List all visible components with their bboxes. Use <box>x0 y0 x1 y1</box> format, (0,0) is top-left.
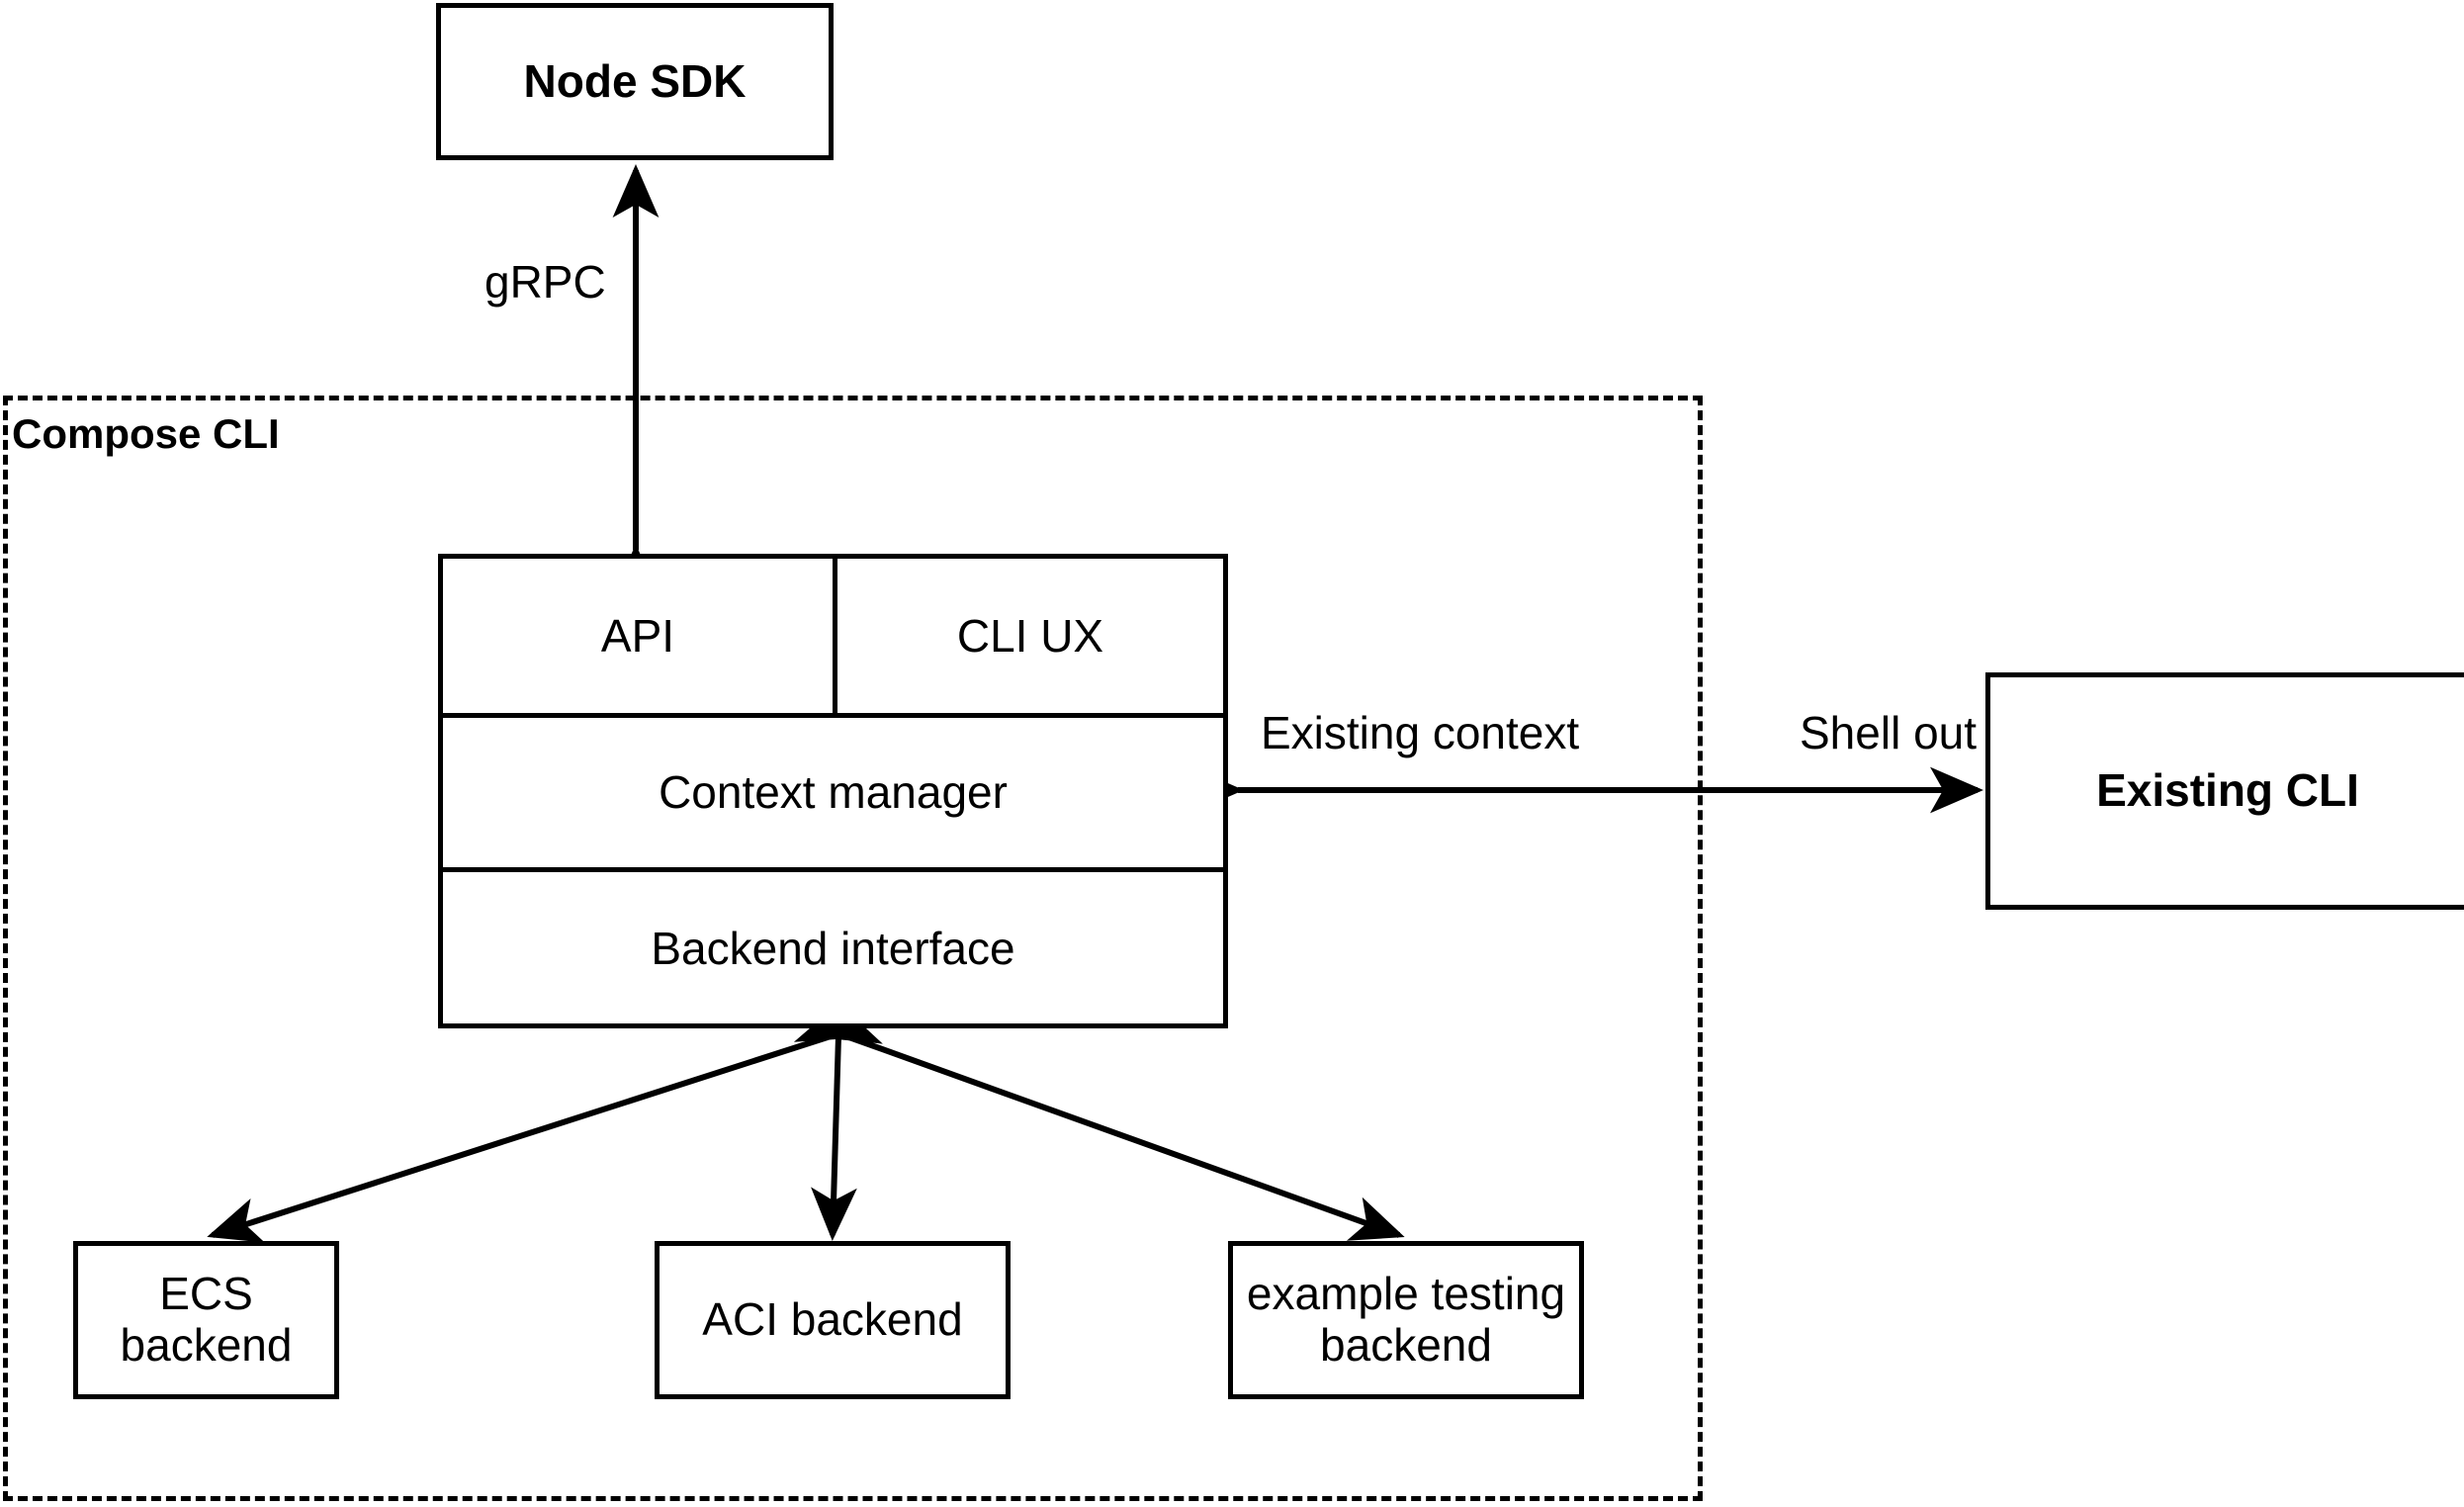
component-row-context-manager: Context manager <box>443 712 1223 868</box>
cell-context-manager[interactable]: Context manager <box>443 718 1223 868</box>
cell-api-label: API <box>600 609 675 662</box>
group-compose-cli <box>3 396 1703 1501</box>
compose-cli-component: API CLI UX Context manager Backend inter… <box>438 554 1228 1028</box>
edge-label-shell-out: Shell out <box>1800 707 1978 758</box>
node-sdk-label: Node SDK <box>523 54 747 107</box>
cell-backend-interface-label: Backend interface <box>651 922 1015 974</box>
component-row-backend-interface: Backend interface <box>443 867 1223 1023</box>
existing-cli-label: Existing CLI <box>2096 764 2359 817</box>
cell-cli-ux-label: CLI UX <box>956 609 1104 662</box>
aci-backend-box[interactable]: ACI backend <box>655 1241 1011 1399</box>
cell-api[interactable]: API <box>443 559 833 713</box>
cell-context-manager-label: Context manager <box>659 766 1008 819</box>
component-row-api: API CLI UX <box>443 559 1223 713</box>
example-testing-backend-box[interactable]: example testing backend <box>1228 1241 1584 1399</box>
node-sdk-box[interactable]: Node SDK <box>436 3 834 160</box>
edge-label-existing-context: Existing context <box>1261 707 1580 758</box>
ecs-backend-label: ECS backend <box>120 1268 293 1371</box>
cell-cli-ux[interactable]: CLI UX <box>832 559 1223 713</box>
aci-backend-label: ACI backend <box>702 1293 963 1346</box>
existing-cli-box[interactable]: Existing CLI <box>1985 672 2464 910</box>
cell-backend-interface[interactable]: Backend interface <box>443 872 1223 1023</box>
edge-label-grpc: gRPC <box>484 256 606 308</box>
example-testing-backend-label: example testing backend <box>1246 1268 1566 1371</box>
group-compose-cli-label: Compose CLI <box>12 410 280 457</box>
ecs-backend-box[interactable]: ECS backend <box>73 1241 339 1399</box>
